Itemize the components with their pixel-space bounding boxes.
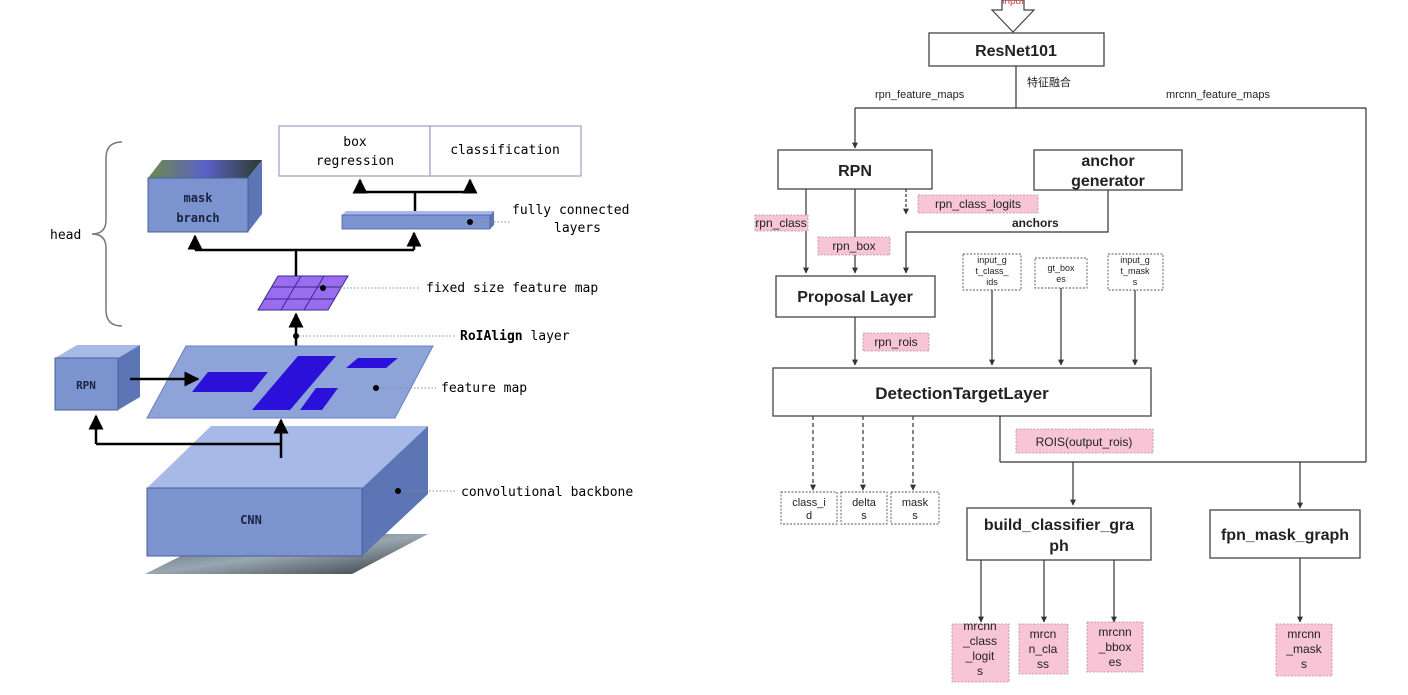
input-arrow [990, 0, 1036, 33]
mrcnn-class-logits-label-4: s [977, 664, 983, 678]
head-label: head [50, 228, 81, 243]
gt-boxes-label-1: gt_box [1047, 263, 1075, 273]
mrcnn-class-logits-tag [951, 623, 1010, 683]
rpn-box-right [777, 149, 933, 190]
rpn-class-logits-label: rpn_class_logits [935, 197, 1021, 211]
gt-boxes-box [1034, 257, 1088, 289]
input-gt-masks-label-2: t_mask [1120, 266, 1150, 276]
rpn-class-logits-tag [917, 194, 1039, 214]
roialign-label: RoIAlign layer [460, 329, 570, 344]
mrcnn-masks-label-2: _mask [1285, 642, 1322, 656]
head-brace [91, 141, 123, 327]
mrcnn-bbox-label-3: es [1109, 655, 1122, 669]
input-gt-masks-label-1: input_g [1120, 255, 1150, 265]
mrcnn-class-logits-label-2: _class [962, 634, 997, 648]
box-regression-label-1: box [343, 135, 367, 150]
fc-layer-block [341, 211, 494, 230]
anchor-generator-label-1: anchor [1081, 153, 1134, 170]
mrcnn-class-logits-label-1: mrcnn [963, 619, 996, 633]
input-gt-masks-box [1107, 253, 1164, 291]
mrcnn-bbox-label-2: _bbox [1098, 640, 1132, 654]
input-gt-masks-label-3: s [1133, 277, 1138, 287]
cnn-block: CNN [145, 426, 428, 574]
rpn-rois-tag [862, 332, 930, 352]
left-diagram: head mask branch box regression classifi… [50, 125, 633, 574]
fixed-size-feature-map-grid [257, 275, 349, 311]
conv-backbone-label: convolutional backbone [461, 485, 633, 500]
feature-map-plane [146, 345, 434, 419]
rpn-label-right: RPN [838, 163, 872, 180]
class-id-box [780, 491, 838, 525]
rpn-rois-label: rpn_rois [874, 335, 917, 349]
mask-branch-label-2: branch [176, 211, 219, 225]
fc-label-2: layers [554, 221, 601, 236]
fusion-label: 特征融合 [1027, 75, 1071, 89]
detection-target-layer-label: DetectionTargetLayer [875, 384, 1049, 403]
box-regression-box [278, 125, 431, 177]
mrcnn-bbox-tag [1086, 621, 1144, 673]
mrcnn-class-logits-label-3: _logit [965, 649, 995, 663]
classification-box [429, 125, 582, 177]
detection-target-layer-box [772, 367, 1152, 417]
rpn-class-tag [754, 214, 809, 232]
rpn-label-left: RPN [76, 379, 96, 392]
rois-output-tag [1015, 428, 1154, 454]
masks-label-1: mask [902, 497, 929, 509]
anchor-generator-box [1033, 149, 1183, 191]
class-id-label-2: d [806, 510, 812, 522]
input-gt-class-ids-label-2: t_class_ [975, 266, 1009, 276]
mrcnn-masks-label-3: s [1301, 657, 1307, 671]
fpn-mask-graph-box [1209, 509, 1361, 559]
resnet-box [928, 32, 1105, 67]
classification-label: classification [450, 143, 560, 158]
masks-box [890, 491, 940, 525]
mask-branch-block: mask branch [147, 160, 262, 233]
proposal-layer-label: Proposal Layer [797, 289, 913, 306]
input-gt-class-ids-label-3: ids [986, 277, 998, 287]
input-gt-class-ids-box [962, 253, 1022, 291]
input-gt-class-ids-label-1: input_g [977, 255, 1007, 265]
mrcnn-class-label-1: mrcn [1030, 627, 1057, 641]
anchors-label: anchors [1012, 216, 1059, 230]
mrcnn-class-label-2: n_cla [1029, 642, 1058, 656]
mrcnn-feature-maps-label: mrcnn_feature_maps [1166, 89, 1270, 101]
right-diagram: input ResNet101 特征融合 rpn_feature_maps mr… [754, 0, 1367, 683]
deltas-label-2: s [861, 510, 867, 522]
rois-output-label: ROIS(output_rois) [1036, 435, 1133, 449]
rpn-feature-maps-label: rpn_feature_maps [875, 89, 965, 101]
masks-label-2: s [912, 510, 918, 522]
proposal-layer-box [775, 275, 936, 318]
mrcnn-class-label-3: ss [1037, 657, 1049, 671]
rpn-box-tag [817, 236, 891, 256]
rpn-block-left: RPN [54, 345, 140, 411]
build-classifier-graph-label-1: build_classifier_gra [984, 517, 1134, 534]
mrcnn-masks-label-1: mrcnn [1287, 627, 1320, 641]
mrcnn-class-tag [1018, 623, 1069, 675]
mrcnn-bbox-label-1: mrcnn [1098, 625, 1131, 639]
gt-boxes-label-2: es [1056, 274, 1066, 284]
mask-branch-label-1: mask [184, 191, 214, 205]
box-regression-label-2: regression [316, 154, 394, 169]
rpn-class-label: rpn_class [755, 216, 806, 230]
resnet-label: ResNet101 [975, 43, 1057, 60]
build-classifier-graph-box [966, 507, 1152, 561]
cnn-label: CNN [240, 513, 262, 527]
mrcnn-masks-tag [1275, 623, 1333, 677]
anchor-generator-label-2: generator [1071, 173, 1145, 190]
fpn-mask-graph-label: fpn_mask_graph [1221, 527, 1349, 544]
class-id-label-1: class_i [792, 497, 826, 509]
fc-label-1: fully connected [512, 203, 629, 218]
feature-map-label: feature map [441, 381, 527, 396]
fixed-size-label: fixed size feature map [426, 281, 598, 296]
deltas-box [840, 491, 888, 525]
input-label: input [1002, 0, 1024, 7]
build-classifier-graph-label-2: ph [1049, 538, 1069, 555]
rpn-box-label: rpn_box [832, 239, 875, 253]
deltas-label-1: delta [852, 497, 877, 509]
